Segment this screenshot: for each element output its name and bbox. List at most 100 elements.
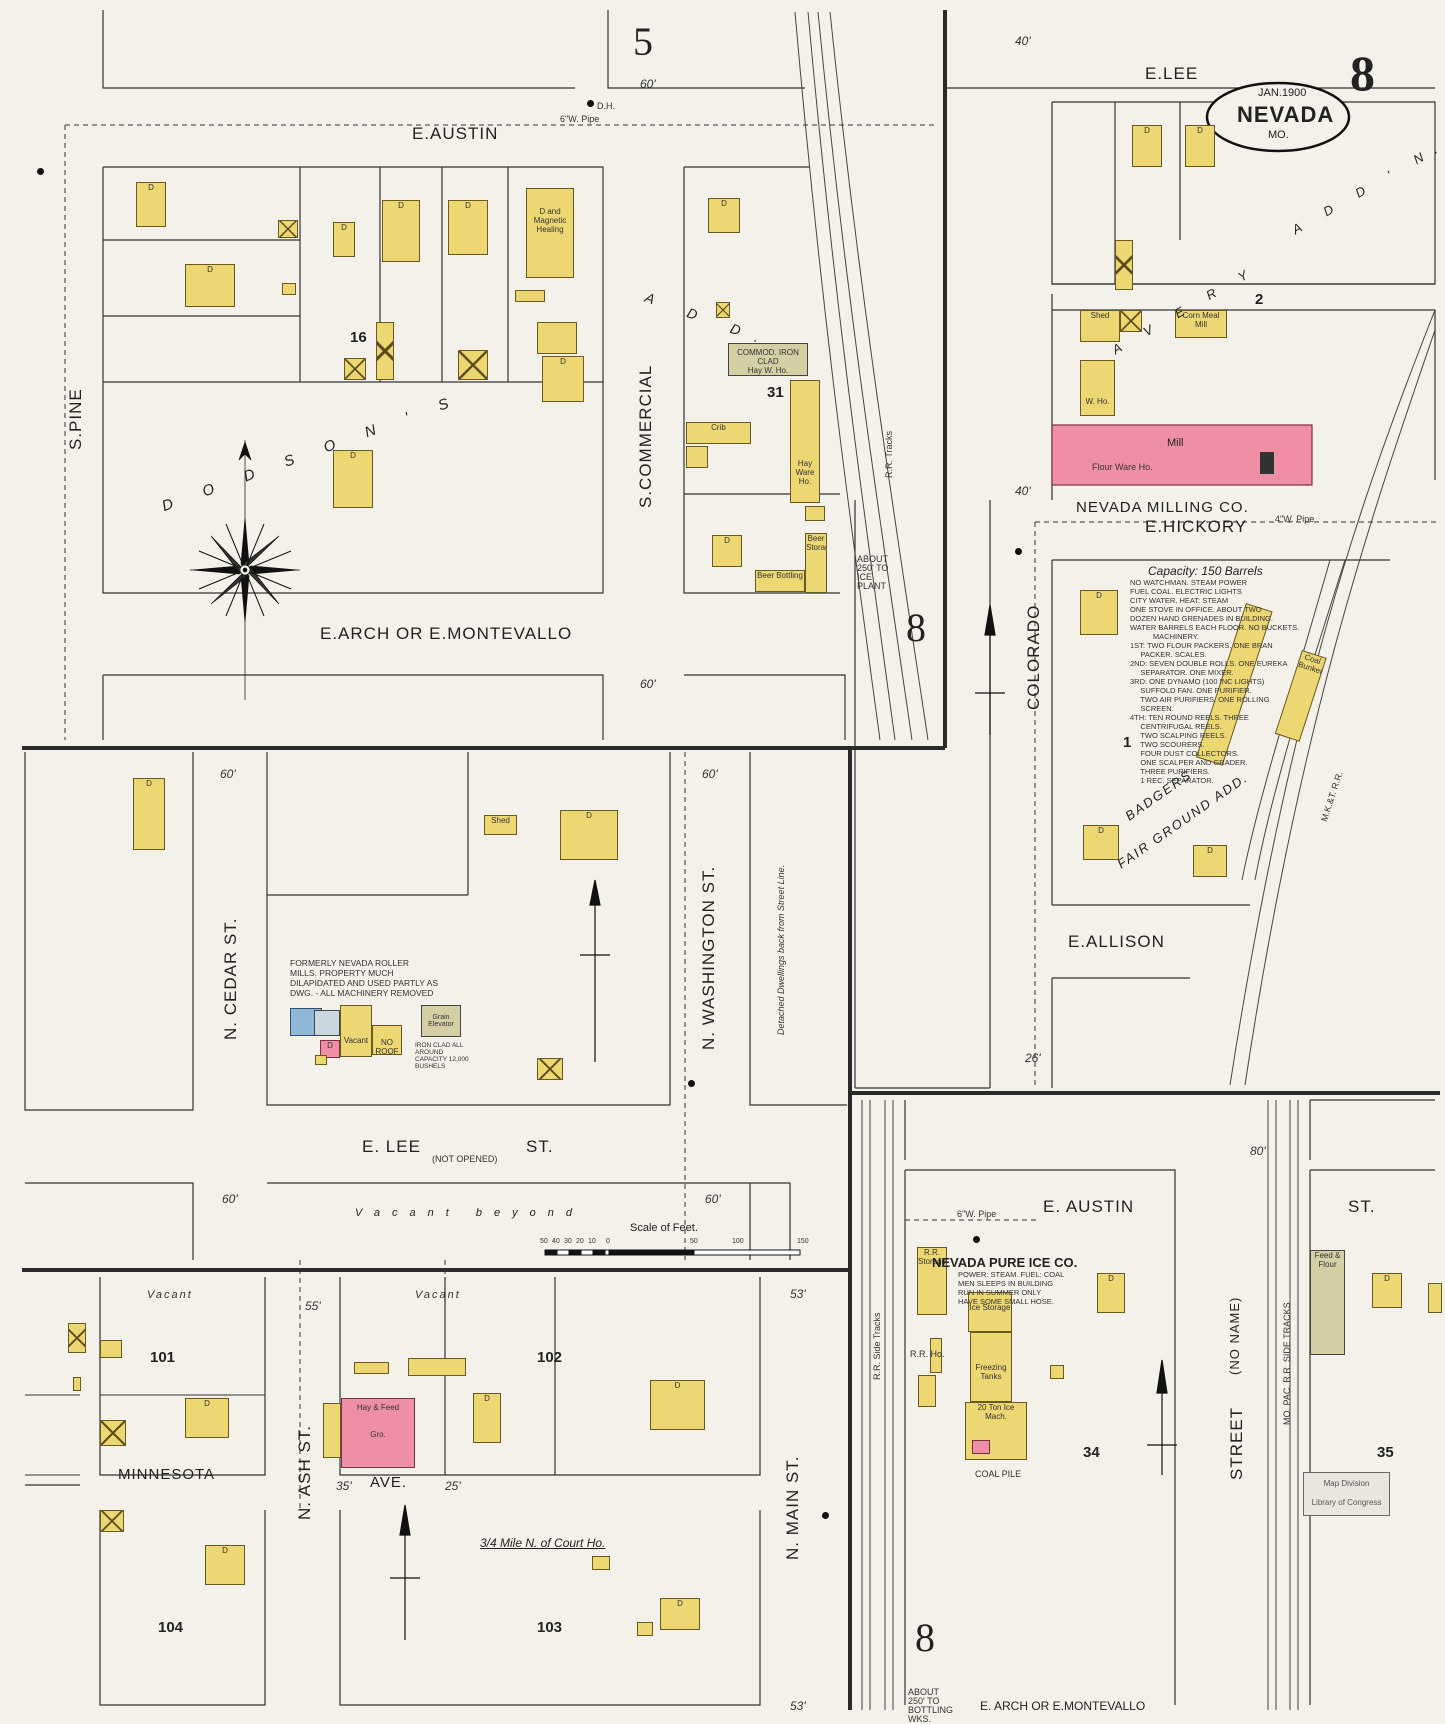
dwelling: D xyxy=(205,1545,245,1585)
warehouse: W. Ho. xyxy=(1080,360,1115,416)
dwelling: D xyxy=(333,450,373,508)
street-width: 35' xyxy=(336,1479,352,1493)
vacant-mill: Vacant xyxy=(340,1005,372,1057)
flour-warehouse-label: Flour Ware Ho. xyxy=(1092,462,1153,472)
outbuilding xyxy=(930,1338,942,1373)
vacant-label: Vacant xyxy=(415,1289,461,1301)
dwelling: D xyxy=(660,1598,700,1630)
street-width: 55' xyxy=(305,1299,321,1313)
magnetic-healing-building: D and Magnetic Healing xyxy=(526,188,574,278)
crib-label: Crib xyxy=(711,423,726,432)
block-number: 102 xyxy=(537,1349,563,1366)
hydrant-icon xyxy=(1015,548,1022,555)
shed-label: Shed xyxy=(491,816,510,825)
no-roof-building: NO ROOF xyxy=(372,1025,402,1055)
freezing-tanks-label: Freezing Tanks xyxy=(975,1363,1007,1381)
ice-machine: 20 Ton Ice Mach. xyxy=(965,1402,1027,1460)
commod-label: COMMOD. IRON CLAD xyxy=(737,348,799,366)
outbuilding xyxy=(1050,1365,1064,1379)
beer-storage: Beer Storage xyxy=(805,533,827,593)
corn-meal-mill: Corn Meal Mill xyxy=(1175,310,1227,338)
street-ave: AVE. xyxy=(370,1474,408,1491)
block-number: 1 xyxy=(1123,734,1132,751)
dwelling: D xyxy=(542,356,584,402)
dwelling: D xyxy=(1185,125,1215,167)
block-number: 34 xyxy=(1083,1444,1100,1461)
street-width: 25' xyxy=(445,1479,461,1493)
outbuilding xyxy=(344,358,366,380)
street-width: 60' xyxy=(702,767,718,781)
street-width: 40' xyxy=(1015,484,1031,498)
beer-bottling-label: Beer Bottling xyxy=(757,571,803,580)
detached-dwellings-note: Detached Dwellings back from Street Line… xyxy=(776,864,786,1035)
not-opened-label: (NOT OPENED) xyxy=(432,1154,498,1164)
mill-notes: NO WATCHMAN. STEAM POWER FUEL COAL. ELEC… xyxy=(1130,578,1300,785)
rr-house xyxy=(918,1375,936,1407)
scale-ticks: 50 40 30 20 10 0 50 100 150 xyxy=(540,1238,810,1248)
street-n-washington: N. WASHINGTON ST. xyxy=(699,865,718,1050)
state-name: MO. xyxy=(1268,129,1289,141)
street-e-lee-st: ST. xyxy=(526,1137,554,1156)
library-stamp: Map Division Library of Congress xyxy=(1303,1472,1390,1516)
hydrant-icon xyxy=(822,1512,829,1519)
rr-tracks: R.R. Tracks xyxy=(884,430,894,478)
stamp-line-1: Map Division xyxy=(1323,1479,1370,1488)
ice-storage-label: Ice Storage xyxy=(969,1303,1011,1312)
scale-tick: 20 xyxy=(576,1238,584,1245)
brick-building: D xyxy=(320,1040,340,1058)
feed-flour-label: Feed & Flour xyxy=(1314,1251,1341,1269)
adjoining-sheet-8-top: 8 xyxy=(906,605,926,650)
mill-label: Mill xyxy=(1167,437,1184,449)
outbuilding xyxy=(278,220,298,238)
block-number: 103 xyxy=(537,1619,563,1636)
dwelling: D xyxy=(1132,125,1162,167)
engine-house xyxy=(314,1010,340,1036)
street-e-arch-bottom: E. ARCH OR E.MONTEVALLO xyxy=(980,1699,1146,1713)
dwelling: D xyxy=(712,535,742,567)
dwelling: D xyxy=(136,182,166,227)
court-house-distance: 3/4 Mile N. of Court Ho. xyxy=(480,1536,606,1550)
hydrant-icon xyxy=(688,1080,695,1087)
hydrant-label: D.H. xyxy=(597,101,615,111)
outbuilding xyxy=(100,1340,122,1358)
corn-meal-label: Corn Meal Mill xyxy=(1182,311,1220,329)
street-width: 26' xyxy=(1025,1051,1041,1065)
outbuilding xyxy=(315,1055,327,1065)
dwelling: D xyxy=(473,1393,501,1443)
rr-side-tracks: R.R. Side Tracks xyxy=(872,1312,882,1380)
adjoining-sheet-5: 5 xyxy=(633,19,653,64)
vacant-label: Vacant xyxy=(343,1036,369,1045)
dwelling: D xyxy=(185,1398,229,1438)
street-e-arch-top: E.ARCH OR E.MONTEVALLO xyxy=(320,624,573,643)
wh-label: W. Ho. xyxy=(1085,397,1110,406)
street-e-lee-mid: E. LEE xyxy=(362,1137,421,1156)
street-width: 60' xyxy=(640,77,656,91)
water-pipe-label: 4"W. Pipe xyxy=(1275,514,1315,524)
block-number: 104 xyxy=(158,1619,184,1636)
nevada-milling-co-label: NEVADA MILLING CO. xyxy=(1076,499,1249,516)
grain-elevator-label: Grain Elevator xyxy=(428,1014,454,1028)
outbuilding xyxy=(282,283,296,295)
street-e-hickory: E.HICKORY xyxy=(1145,517,1248,536)
scale-title: Scale of Feet. xyxy=(630,1222,698,1234)
shed: Shed xyxy=(484,815,517,835)
dwelling: D xyxy=(650,1380,705,1430)
block-number: 101 xyxy=(150,1349,176,1366)
outbuilding xyxy=(537,322,577,354)
ice-storage: Ice Storage xyxy=(968,1292,1012,1332)
beer-storage-label: Beer Storage xyxy=(806,534,826,552)
nevada-pure-ice-co-label: NEVADA PURE ICE CO. xyxy=(932,1255,1078,1270)
adjoining-sheet-8-bottom: 8 xyxy=(915,1615,935,1660)
outbuilding xyxy=(1115,240,1133,290)
grocery-label: Gro. xyxy=(370,1430,386,1439)
hay-ware-label: Hay Ware Ho. xyxy=(795,459,815,486)
street-width: 53' xyxy=(790,1287,806,1301)
shed: Shed xyxy=(1080,310,1120,342)
rr-storage: R.R. Storage xyxy=(917,1247,947,1315)
outbuilding xyxy=(515,290,545,302)
hay-wh-label: Hay W. Ho. xyxy=(747,366,789,375)
street-e-lee-top: E.LEE xyxy=(1145,64,1199,83)
street-e-allison: E.ALLISON xyxy=(1068,932,1165,951)
dwelling: D xyxy=(1083,825,1119,860)
